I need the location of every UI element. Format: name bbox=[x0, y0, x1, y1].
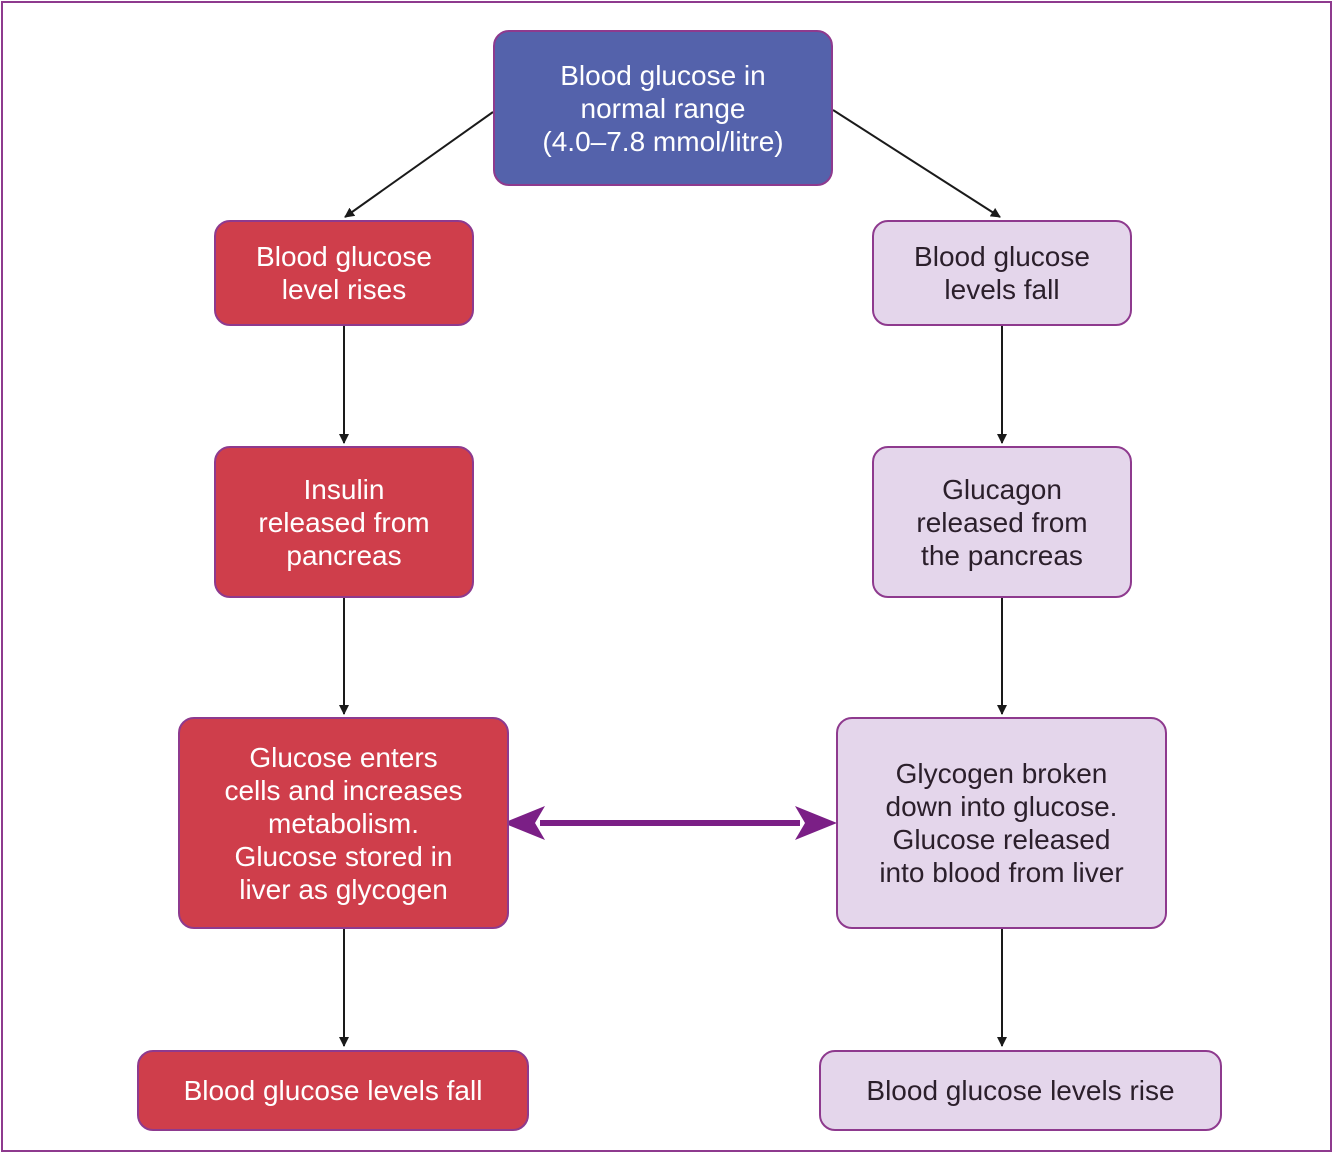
node-glycogen-broken-down-label: Glycogen broken down into glucose. Gluco… bbox=[879, 758, 1124, 888]
node-level-rises-label: Blood glucose level rises bbox=[256, 241, 432, 305]
node-glycogen-broken-down: Glycogen broken down into glucose. Gluco… bbox=[836, 717, 1167, 929]
node-glucose-enters-cells-label: Glucose enters cells and increases metab… bbox=[224, 741, 463, 905]
node-levels-fall-result: Blood glucose levels fall bbox=[137, 1050, 529, 1131]
node-glucose-enters-cells: Glucose enters cells and increases metab… bbox=[178, 717, 509, 929]
node-levels-rise-result: Blood glucose levels rise bbox=[819, 1050, 1222, 1131]
node-normal-range: Blood glucose in normal range (4.0–7.8 m… bbox=[493, 30, 833, 186]
node-insulin-released: Insulin released from pancreas bbox=[214, 446, 474, 598]
node-glucagon-released-label: Glucagon released from the pancreas bbox=[916, 473, 1088, 571]
node-levels-fall: Blood glucose levels fall bbox=[872, 220, 1132, 326]
node-normal-range-label: Blood glucose in normal range (4.0–7.8 m… bbox=[542, 59, 784, 157]
double-arrow-balance bbox=[503, 806, 837, 840]
node-levels-rise-result-label: Blood glucose levels rise bbox=[866, 1075, 1175, 1106]
arrow-normal-to-rises bbox=[344, 111, 494, 218]
node-level-rises: Blood glucose level rises bbox=[214, 220, 474, 326]
node-insulin-released-label: Insulin released from pancreas bbox=[258, 473, 430, 571]
arrow-normal-to-falls bbox=[832, 109, 1001, 218]
node-glucagon-released: Glucagon released from the pancreas bbox=[872, 446, 1132, 598]
node-levels-fall-result-label: Blood glucose levels fall bbox=[183, 1075, 483, 1106]
node-levels-fall-label: Blood glucose levels fall bbox=[914, 241, 1090, 305]
